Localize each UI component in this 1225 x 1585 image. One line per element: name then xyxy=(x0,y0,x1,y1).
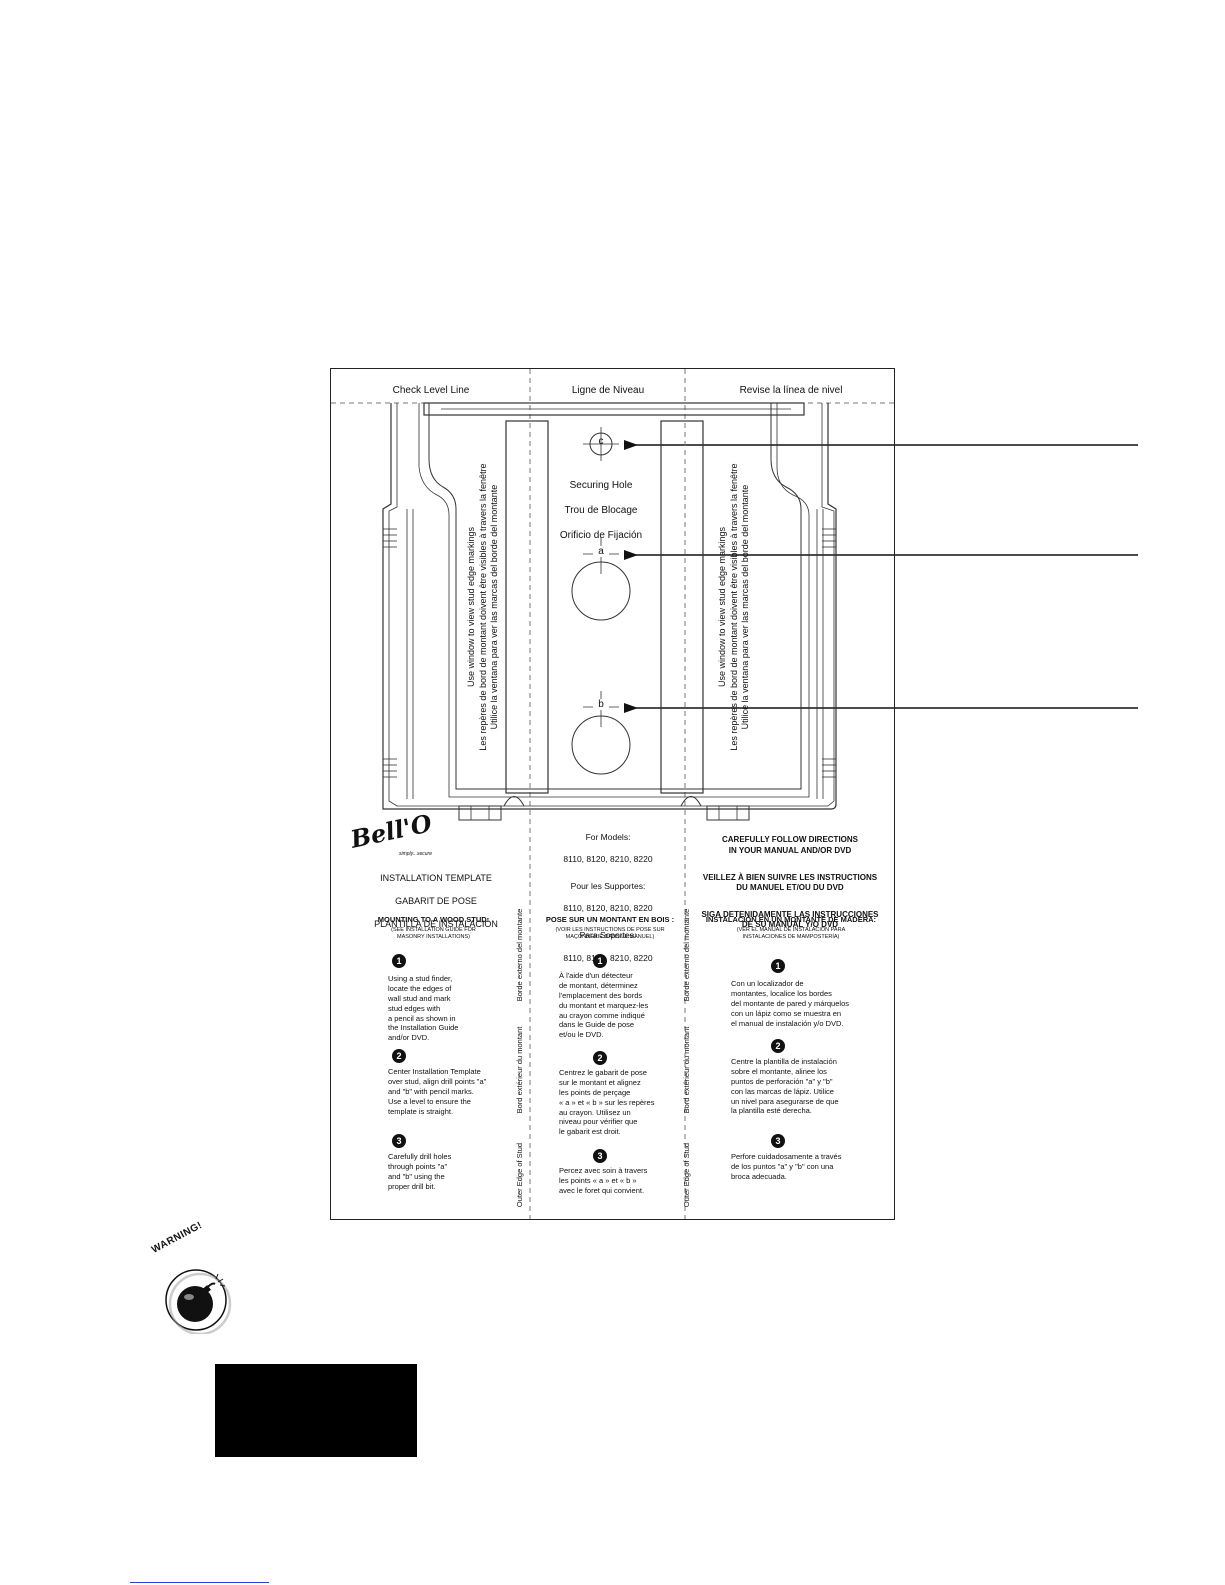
step-3-en-icon: 3 xyxy=(392,1134,406,1148)
step-2-es: Centre la plantilla de instalación sobre… xyxy=(731,1057,839,1116)
directions-en: CAREFULLY FOLLOW DIRECTIONS IN YOUR MANU… xyxy=(722,835,858,855)
step-1-es-icon: 1 xyxy=(771,959,785,973)
step-2-fr: Centrez le gabarit de pose sur le montan… xyxy=(559,1068,655,1137)
template-title: INSTALLATION TEMPLATE GABARIT DE POSE PL… xyxy=(346,861,526,943)
securing-hole-fr: Trou de Blocage xyxy=(564,504,638,516)
bello-logo: Bell'O simply...secure xyxy=(348,808,461,865)
window-text-es-right: Utilice la ventana para ver las marcas d… xyxy=(740,484,751,730)
step-3-es: Perfore cuidadosamente a través de los p… xyxy=(731,1152,842,1181)
window-text-en-right: Use window to view stud edge markings xyxy=(717,526,727,688)
securing-hole-es: Orificio de Fijación xyxy=(559,529,643,541)
bomb-icon xyxy=(165,1269,232,1336)
hole-label-c: c xyxy=(598,436,604,447)
logo-tagline: simply...secure xyxy=(399,851,432,857)
step-2-en: Center Installation Template over stud, … xyxy=(388,1067,487,1116)
step-1-es: Con un localizador de montantes, localic… xyxy=(731,979,849,1028)
step-2-en-icon: 2 xyxy=(392,1049,406,1063)
sub-es: (VER EL MANUAL DE INSTALACIÓN PARA INSTA… xyxy=(736,927,846,940)
models-list-en: 8110, 8120, 8210, 8220 xyxy=(563,854,653,865)
models-list-fr: 8110, 8120, 8210, 8220 xyxy=(563,903,653,914)
step-2-fr-icon: 2 xyxy=(593,1051,607,1065)
heading-fr: POSE SUR UN MONTANT EN BOIS : xyxy=(545,915,675,924)
step-1-en: Using a stud finder, locate the edges of… xyxy=(388,974,459,1043)
step-2-es-icon: 2 xyxy=(771,1039,785,1053)
models-label-es: Para Soportes: xyxy=(579,930,637,941)
window-instructions-left: Use window to view stud edge markings Le… xyxy=(466,442,506,772)
window-text-en: Use window to view stud edge markings xyxy=(466,526,476,688)
directions-fr: VEILLEZ À BIEN SUIVRE LES INSTRUCTIONS D… xyxy=(702,872,878,892)
directions-block: CAREFULLY FOLLOW DIRECTIONS IN YOUR MANU… xyxy=(687,825,893,941)
title-fr: GABARIT DE POSE xyxy=(395,896,477,907)
hole-label-b: b xyxy=(593,699,609,710)
title-es: PLANTILLA DE INSTALACIÓN xyxy=(374,919,498,930)
sub-en: (SEE INSTALLATION GUIDE FOR MASONRY INST… xyxy=(391,927,476,940)
bottom-link-rule xyxy=(130,1582,269,1583)
step-3-fr-icon: 3 xyxy=(593,1149,607,1163)
step-3-fr: Percez avec soin à travers les points « … xyxy=(559,1166,648,1195)
title-en: INSTALLATION TEMPLATE xyxy=(380,872,492,883)
heading-en: MOUNTING TO A WOOD STUD: xyxy=(377,915,490,924)
step-1-fr: À l'aide d'un détecteur de montant, déte… xyxy=(559,971,649,1040)
bracket-outline-art xyxy=(331,369,894,1219)
installation-template: Check Level Line Ligne de Niveau Revise … xyxy=(330,368,895,1220)
hole-label-a: a xyxy=(593,546,609,557)
step-3-es-icon: 3 xyxy=(771,1134,785,1148)
step-1-fr-icon: 1 xyxy=(593,954,607,968)
black-box xyxy=(215,1364,417,1457)
sub-fr: (VOIR LES INSTRUCTIONS DE POSE SUR MAÇON… xyxy=(555,927,665,940)
window-text-fr-right: Les repères de bord de montant doivent ê… xyxy=(728,463,739,751)
models-block: For Models: 8110, 8120, 8210, 8220 Pour … xyxy=(531,821,685,975)
window-text-es: Utilice la ventana para ver las marcas d… xyxy=(489,484,500,730)
models-label-fr: Pour les Supportes: xyxy=(570,881,646,892)
heading-es: INSTALACIÓN EN UN MONTANTE DE MADERA: xyxy=(705,915,877,924)
models-label-en: For Models: xyxy=(585,832,631,843)
securing-hole-en: Securing Hole xyxy=(569,479,633,491)
level-label-es: Revise la línea de nivel xyxy=(739,385,843,396)
warning-icon: WARNING! xyxy=(148,1220,238,1336)
securing-hole-label: Securing Hole Trou de Blocage Orificio d… xyxy=(541,467,661,555)
window-text-fr: Les repères de bord de montant doivent ê… xyxy=(477,463,488,751)
directions-es: SIGA DETENIDAMENTE LAS INSTRUCCIONES DE … xyxy=(701,909,879,930)
level-label-fr: Ligne de Niveau xyxy=(571,385,645,396)
step-3-en: Carefully drill holes through points "a"… xyxy=(388,1152,452,1191)
models-list-es: 8110, 8120, 8210, 8220 xyxy=(563,952,653,963)
level-label-en: Check Level Line xyxy=(392,385,470,396)
window-instructions-right: Use window to view stud edge markings Le… xyxy=(717,442,757,772)
step-1-en-icon: 1 xyxy=(392,954,406,968)
